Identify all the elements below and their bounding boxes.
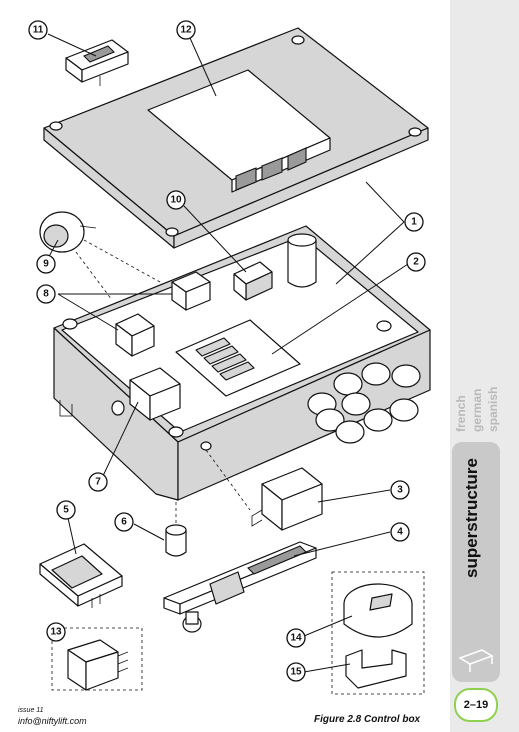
connector-group xyxy=(51,627,143,691)
callout-8: 8 xyxy=(36,284,56,304)
spacer xyxy=(165,502,187,557)
callout-label: 6 xyxy=(121,517,127,528)
callout-15: 15 xyxy=(286,662,306,682)
figure-caption: Figure 2.8 Control box xyxy=(314,714,421,725)
transformer xyxy=(251,467,323,531)
callout-label: 12 xyxy=(180,25,192,36)
section-tab-superstructure[interactable] xyxy=(452,442,500,624)
callout-label: 2 xyxy=(413,257,419,268)
callout-label: 14 xyxy=(290,633,302,644)
callout-label: 8 xyxy=(43,289,49,300)
key-switch xyxy=(129,367,181,421)
display-module xyxy=(39,543,123,608)
callout-label: 10 xyxy=(170,195,182,206)
lid-circuit-board xyxy=(147,69,331,193)
alarm-module xyxy=(233,261,273,301)
capacitor xyxy=(287,233,317,288)
callout-label: 3 xyxy=(397,485,403,496)
callout-10: 10 xyxy=(166,190,186,210)
callout-label: 7 xyxy=(95,477,101,488)
lang-tab-german[interactable]: german xyxy=(470,388,484,432)
rocker-switch xyxy=(65,39,129,86)
callout-7: 7 xyxy=(88,472,108,492)
callout-14: 14 xyxy=(286,628,306,648)
horn-group xyxy=(331,571,425,695)
callout-1: 1 xyxy=(404,212,424,232)
issue-label: issue 11 xyxy=(18,707,44,714)
callout-11: 11 xyxy=(28,20,48,40)
lang-tab-spanish[interactable]: spanish xyxy=(486,386,500,432)
callout-label: 9 xyxy=(43,259,49,270)
lang-tab-french[interactable]: french xyxy=(454,395,468,432)
section-tab-icon-panel[interactable] xyxy=(452,622,500,682)
relay-upper xyxy=(171,271,211,311)
callout-label: 15 xyxy=(290,667,302,678)
relay-lower xyxy=(115,313,155,357)
control-pcb xyxy=(163,541,317,633)
callout-2: 2 xyxy=(406,252,426,272)
leader-lines xyxy=(45,33,409,673)
callout-9: 9 xyxy=(36,254,56,274)
callout-label: 5 xyxy=(63,505,69,516)
callout-label: 13 xyxy=(50,627,62,638)
contact-email[interactable]: info@niftylift.com xyxy=(18,716,87,726)
cable-glands xyxy=(307,362,421,444)
callout-12: 12 xyxy=(176,20,196,40)
callout-6: 6 xyxy=(114,512,134,532)
platform-icon xyxy=(458,649,494,672)
callout-4: 4 xyxy=(390,522,410,542)
callout-5: 5 xyxy=(56,500,76,520)
section-tab-label: superstructure xyxy=(462,458,481,578)
page-number-badge: 2–19 xyxy=(454,688,498,722)
terminal-board xyxy=(175,319,301,397)
callout-label: 1 xyxy=(411,217,417,228)
buzzer xyxy=(39,211,161,301)
callout-13: 13 xyxy=(46,622,66,642)
callout-label: 11 xyxy=(33,25,44,36)
callout-3: 3 xyxy=(390,480,410,500)
callout-label: 4 xyxy=(397,527,403,538)
